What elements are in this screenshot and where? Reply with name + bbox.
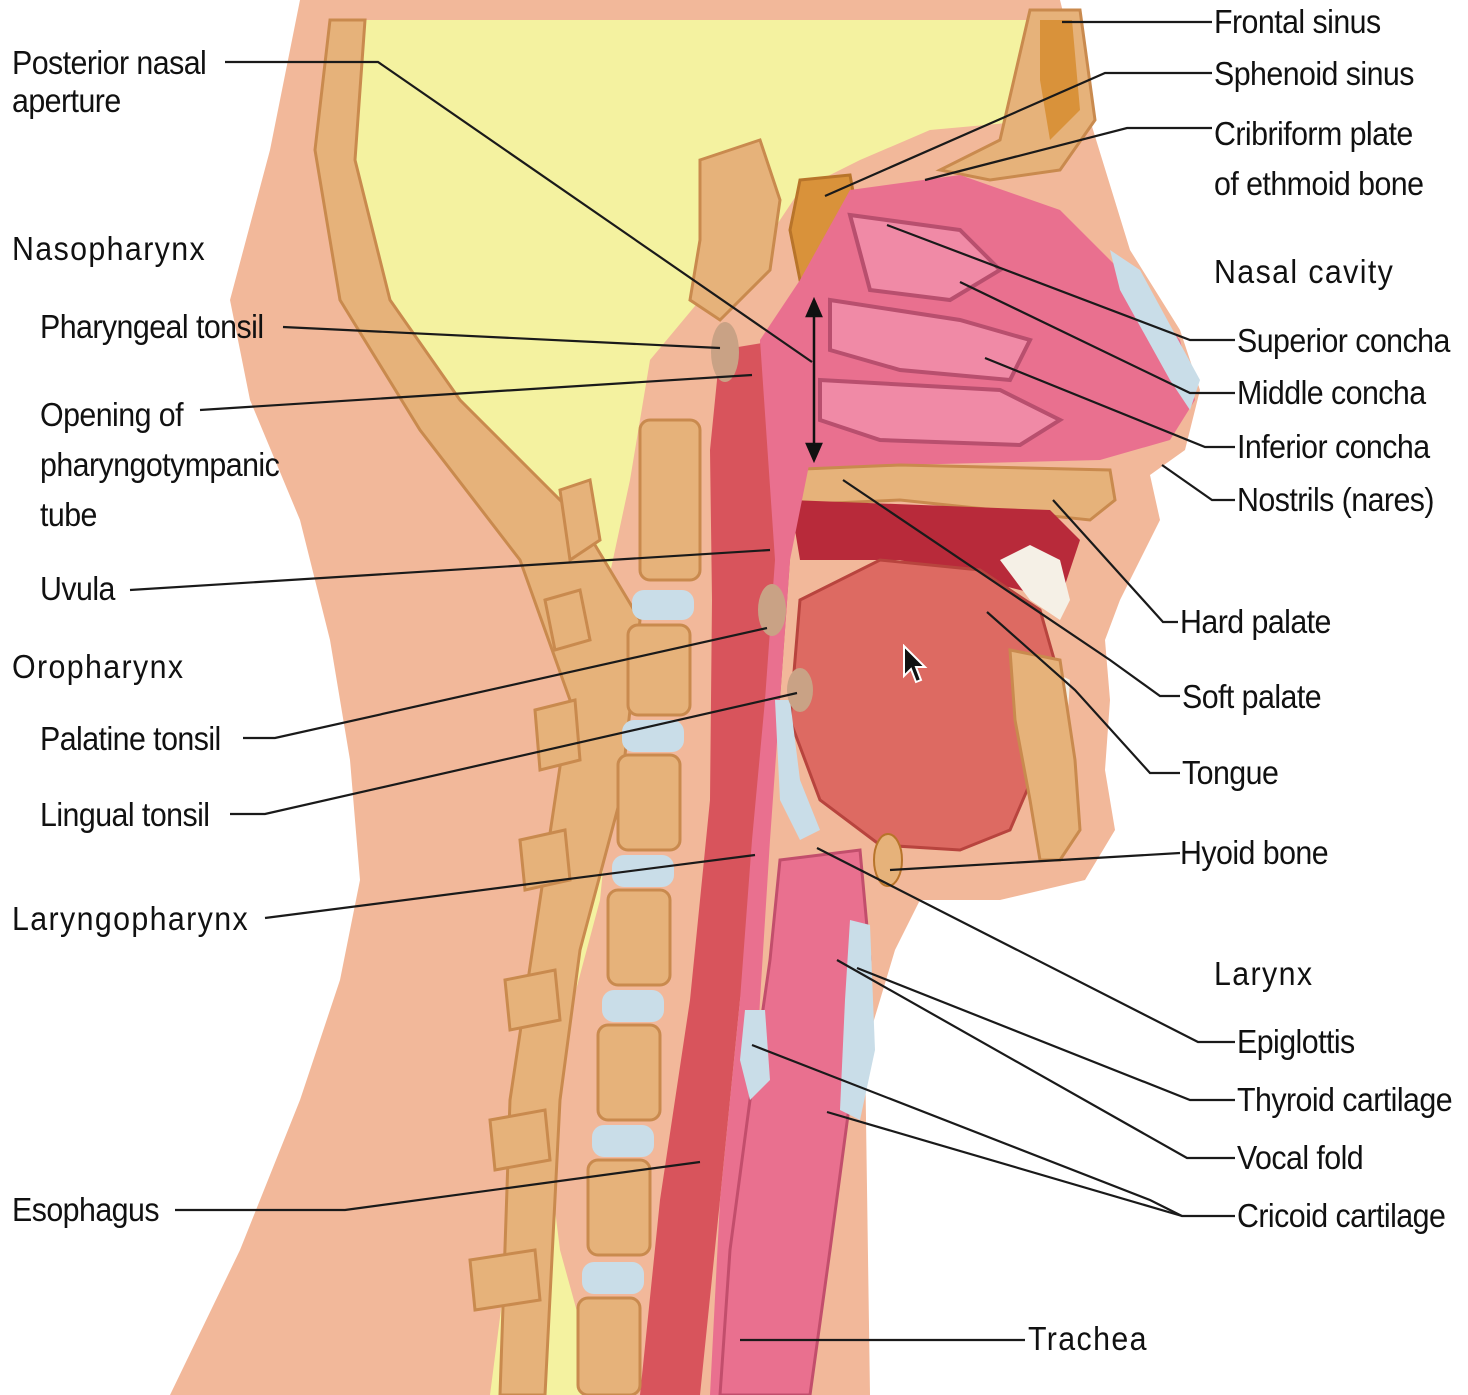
- epiglottis-shape: [775, 700, 820, 840]
- nasopharynx-arrow: [805, 296, 823, 464]
- label-hard-palate: Hard palate: [1180, 603, 1331, 640]
- inferior-concha-shape: [818, 377, 1065, 448]
- skull-bone: [313, 18, 642, 1395]
- label-cricoid-cartilage: Cricoid cartilage: [1237, 1197, 1446, 1234]
- pharynx-muscle: [640, 340, 790, 1395]
- label-lingual-tonsil: Lingual tonsil: [40, 796, 210, 833]
- label-uvula: Uvula: [40, 570, 115, 607]
- label-oropharynx: Oropharynx: [12, 648, 185, 685]
- hyoid-bone-shape: [873, 833, 903, 887]
- label-superior-concha: Superior concha: [1237, 322, 1450, 359]
- tongue-shape: [788, 558, 1062, 852]
- sphenoid-bone: [688, 138, 782, 322]
- label-nasal-cavity: Nasal cavity: [1214, 253, 1395, 290]
- label-soft-palate: Soft palate: [1182, 678, 1322, 715]
- middle-concha-shape: [828, 297, 1033, 383]
- pharynx-mucosa: [710, 300, 810, 1395]
- label-nasopharynx: Nasopharynx: [12, 230, 207, 267]
- oral-cavity: [790, 500, 1080, 600]
- label-hyoid-bone: Hyoid bone: [1180, 834, 1329, 871]
- label-frontal-sinus: Frontal sinus: [1214, 3, 1381, 40]
- palatine-tonsil-shape: [758, 584, 786, 636]
- label-cribriform-plate: Cribriform plate of ethmoid bone: [1214, 115, 1424, 202]
- pharyngeal-tonsil-shape: [711, 322, 739, 382]
- label-trachea: Trachea: [1028, 1320, 1148, 1357]
- label-larynx: Larynx: [1214, 955, 1314, 992]
- label-palatine-tonsil: Palatine tonsil: [40, 720, 221, 757]
- thyroid-cartilage-shape: [840, 920, 875, 1120]
- cranial-cavity: [350, 20, 1040, 1395]
- label-inferior-concha: Inferior concha: [1237, 428, 1430, 465]
- label-middle-concha: Middle concha: [1237, 374, 1426, 411]
- superior-concha-shape: [847, 212, 1004, 303]
- label-tongue: Tongue: [1182, 754, 1279, 791]
- cervical-vertebrae: [576, 418, 702, 1395]
- label-opening-pharyngotympanic-tube: Opening of pharyngotympanic tube: [40, 396, 280, 533]
- label-nostrils: Nostrils (nares): [1237, 481, 1435, 518]
- label-thyroid-cartilage: Thyroid cartilage: [1237, 1081, 1453, 1118]
- label-posterior-nasal-aperture: Posterior nasal aperture: [12, 44, 207, 119]
- mouse-pointer-icon: [903, 644, 928, 684]
- lingual-tonsil-shape: [787, 668, 813, 712]
- label-pharyngeal-tonsil: Pharyngeal tonsil: [40, 308, 264, 345]
- frontal-sinus-shape: [1040, 20, 1080, 140]
- label-sphenoid-sinus: Sphenoid sinus: [1214, 55, 1414, 92]
- upper-teeth: [1000, 545, 1070, 620]
- label-epiglottis: Epiglottis: [1237, 1023, 1355, 1060]
- leader-lines-left: [129, 60, 813, 1212]
- cricoid-cartilage-shape: [740, 1010, 770, 1100]
- spinous-processes: [468, 478, 602, 1312]
- leader-lines-right: [740, 20, 1235, 1342]
- label-vocal-fold: Vocal fold: [1237, 1139, 1364, 1176]
- label-esophagus: Esophagus: [12, 1191, 160, 1228]
- label-laryngopharynx: Laryngopharynx: [12, 900, 250, 937]
- nasal-cartilage: [1110, 250, 1200, 410]
